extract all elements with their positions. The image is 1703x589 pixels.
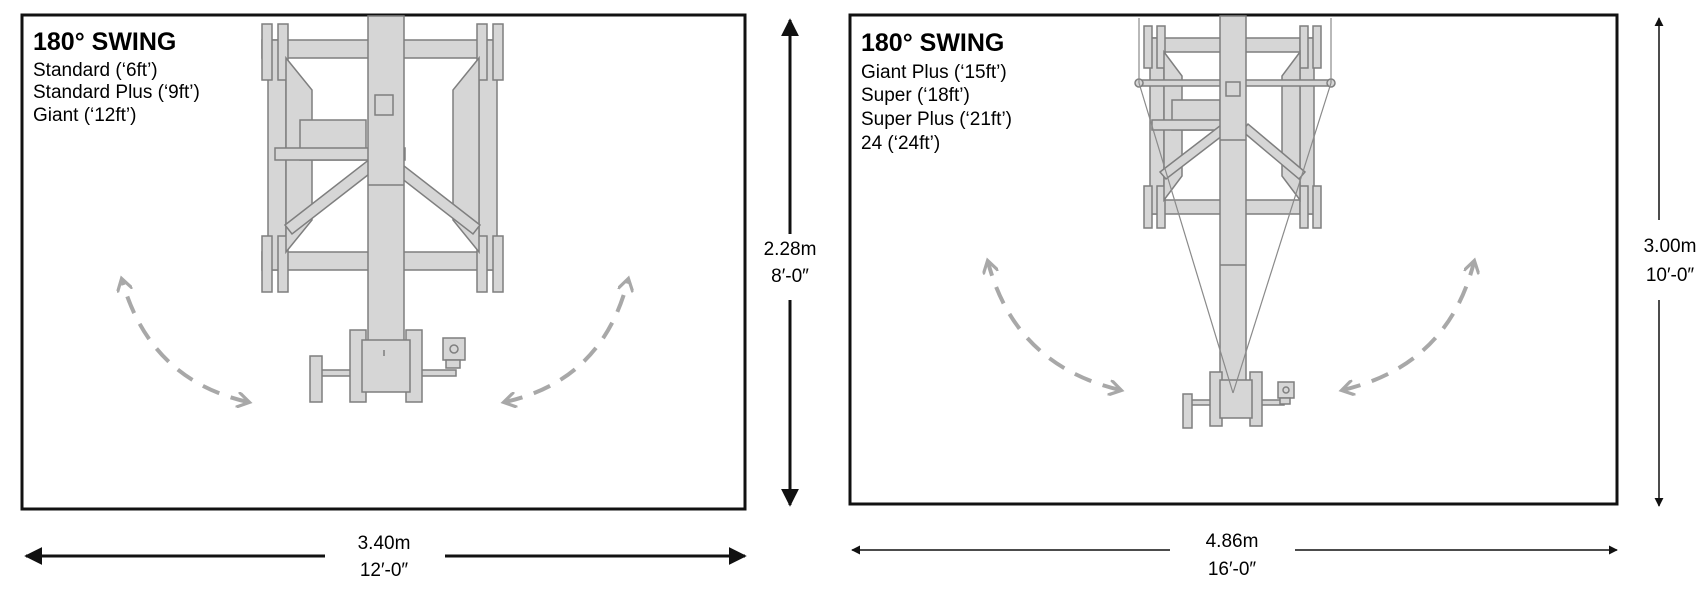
left-swing-arrows bbox=[122, 280, 628, 402]
left-model-label: Giant (‘12ft’) bbox=[33, 105, 136, 126]
left-width-metric: 3.40m bbox=[358, 533, 411, 554]
left-swing-arrow-left bbox=[122, 280, 248, 402]
right-swing-arrow-right bbox=[1343, 262, 1474, 390]
right-swing-arrow-left bbox=[988, 262, 1120, 390]
right-crane-top-view bbox=[1134, 15, 1336, 429]
left-swing-arrow-right bbox=[505, 280, 628, 402]
left-panel-title: 180° SWING bbox=[33, 28, 176, 56]
left-model-label: Standard Plus (‘9ft’) bbox=[33, 82, 200, 103]
right-panel: 180° SWING Giant Plus (‘15ft’) Super (‘1… bbox=[848, 13, 1697, 580]
left-room-boundary bbox=[20, 13, 747, 511]
right-model-label: Super Plus (‘21ft’) bbox=[861, 109, 1012, 130]
left-height-imperial: 8′-0″ bbox=[771, 266, 809, 287]
right-support-cables bbox=[1138, 18, 1332, 394]
left-height-metric: 2.28m bbox=[764, 239, 817, 260]
left-panel: 180° SWING Standard (‘6ft’) Standard Plu… bbox=[20, 13, 817, 581]
right-panel-title: 180° SWING bbox=[861, 29, 1004, 57]
right-model-label: Giant Plus (‘15ft’) bbox=[861, 62, 1007, 83]
right-height-imperial: 10′-0″ bbox=[1646, 265, 1695, 286]
right-height-metric: 3.00m bbox=[1644, 236, 1697, 257]
left-crane-top-view bbox=[261, 15, 504, 403]
right-room-boundary bbox=[848, 13, 1619, 506]
right-model-label: 24 (‘24ft’) bbox=[861, 133, 940, 154]
right-model-label: Super (‘18ft’) bbox=[861, 85, 970, 106]
right-swing-arrows bbox=[988, 262, 1474, 390]
right-width-metric: 4.86m bbox=[1206, 531, 1259, 552]
right-width-imperial: 16′-0″ bbox=[1208, 559, 1257, 580]
left-width-imperial: 12′-0″ bbox=[360, 560, 409, 581]
left-model-label: Standard (‘6ft’) bbox=[33, 60, 158, 81]
